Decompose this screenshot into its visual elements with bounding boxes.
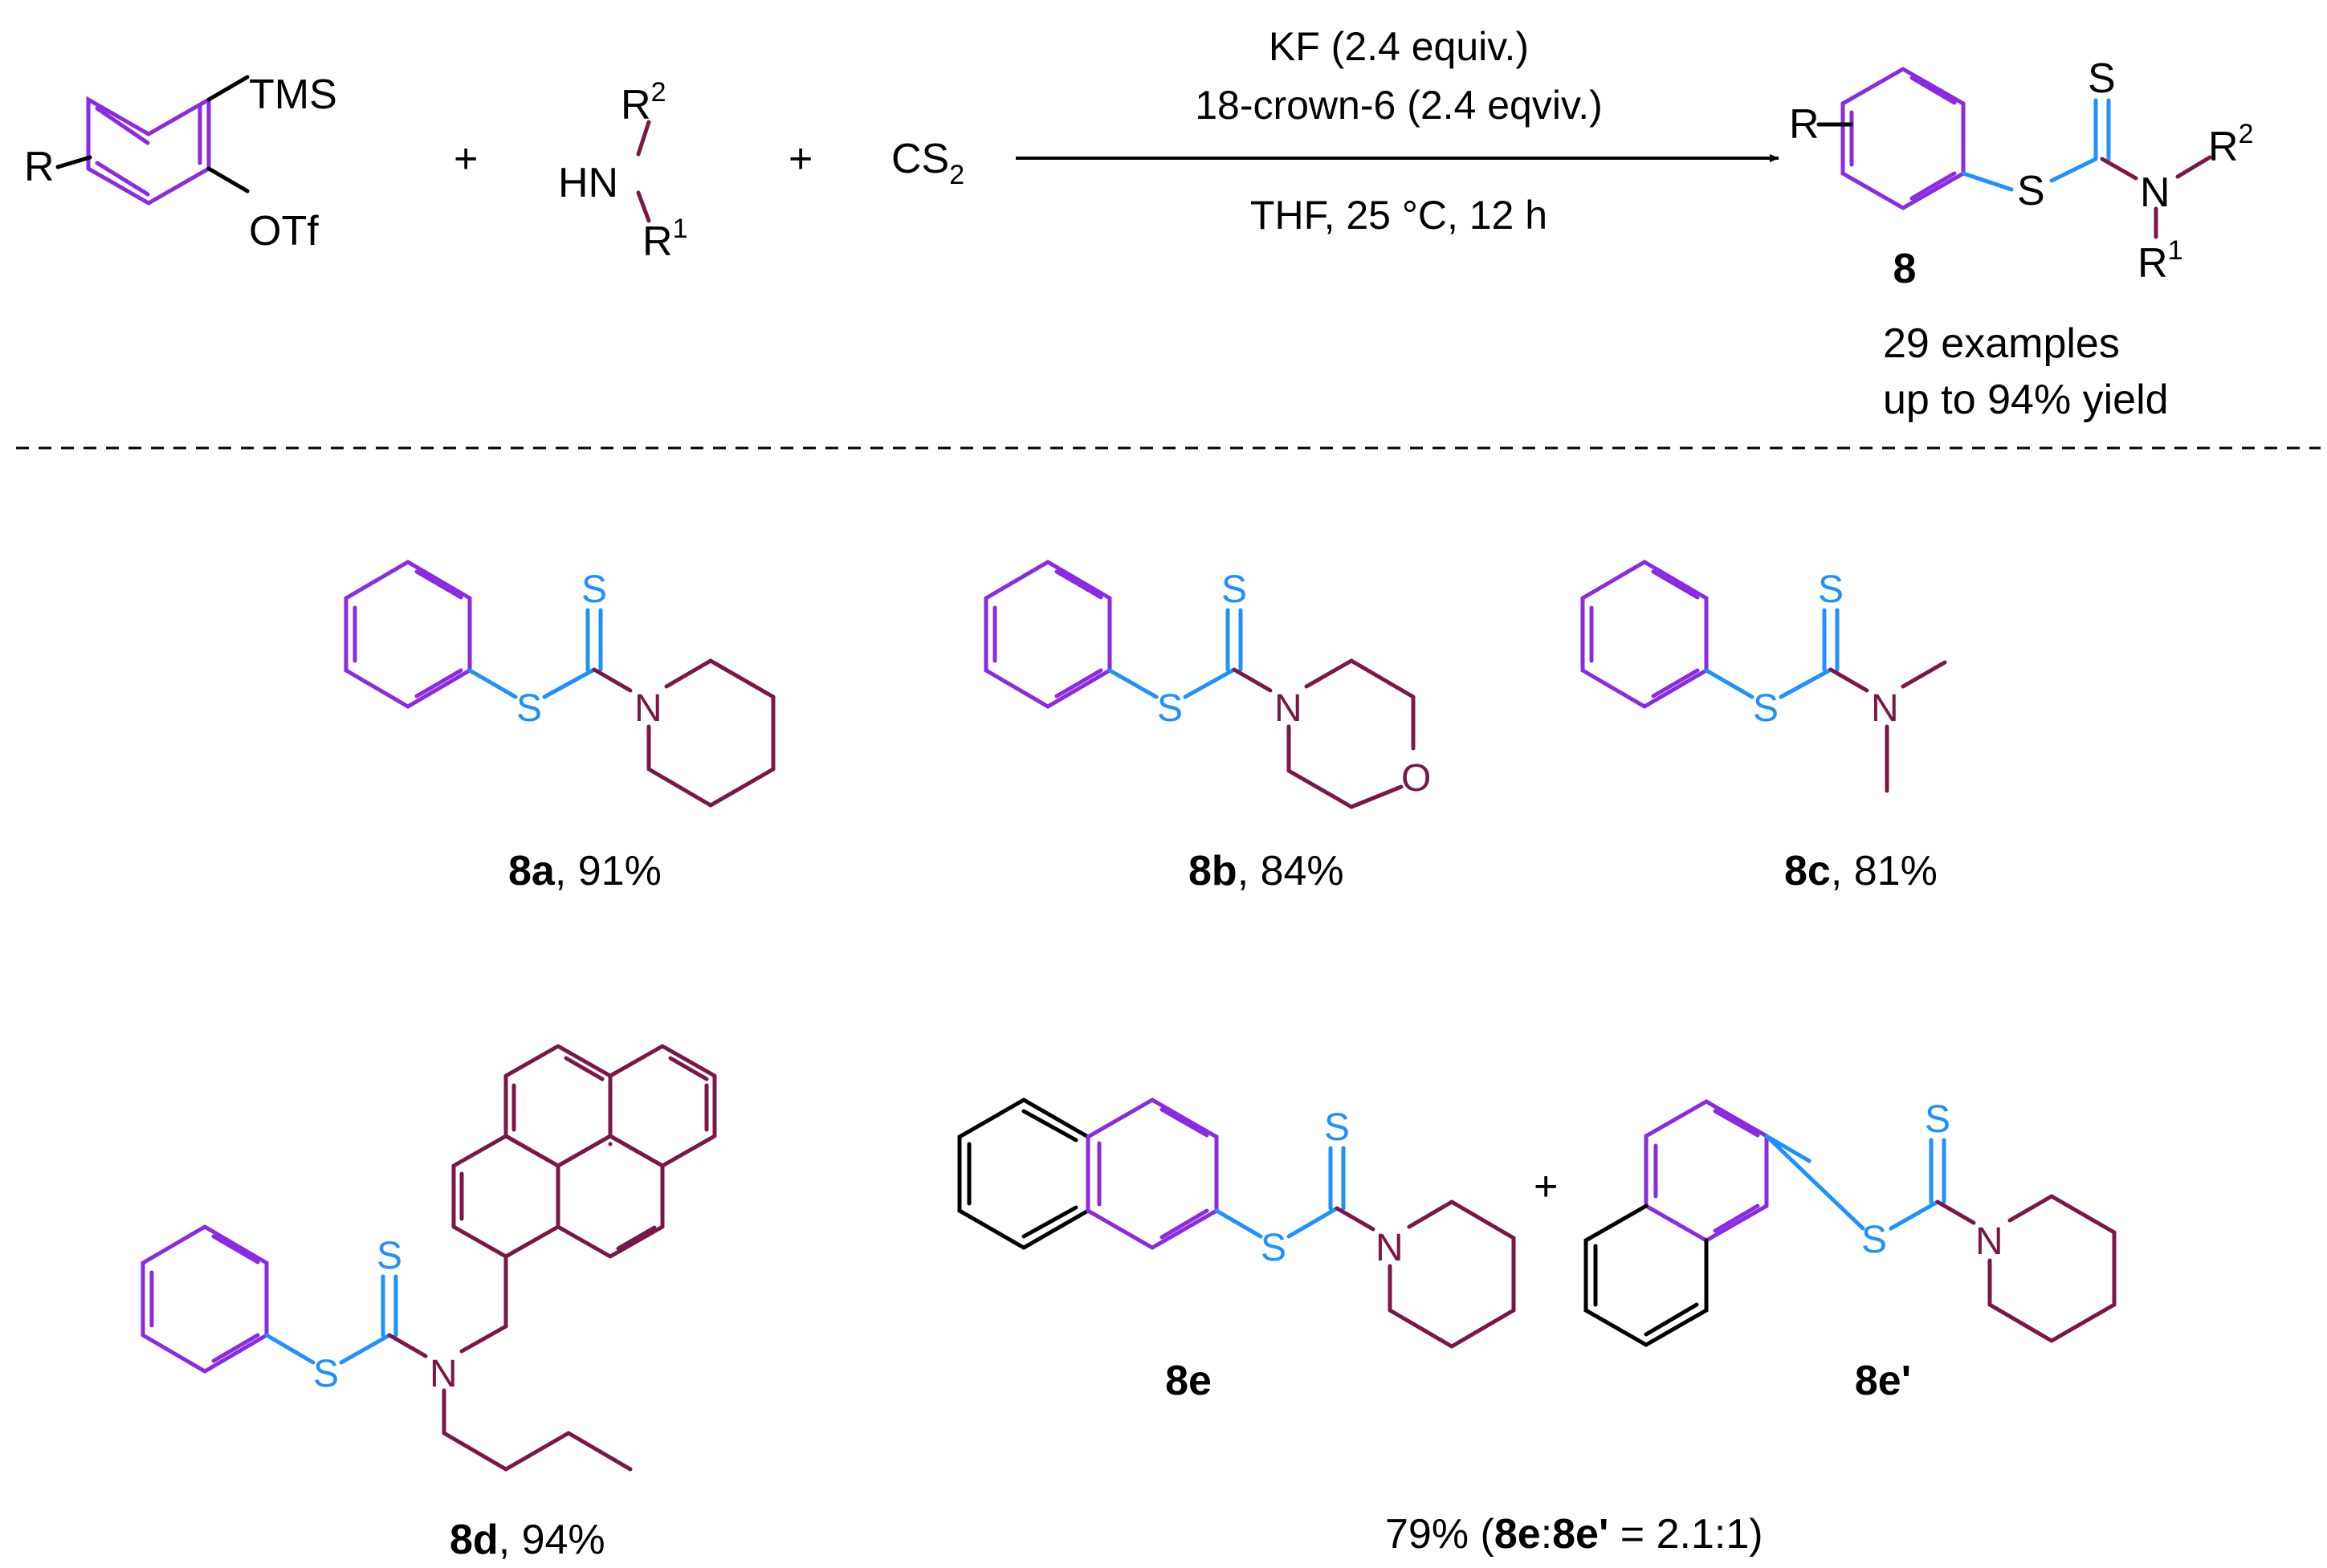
cs2-label: CS2 — [891, 136, 964, 190]
8b-phenyl-ring — [984, 560, 1112, 709]
8d-pyrene — [451, 1044, 717, 1259]
8e-prime-thio-s: S — [1861, 1219, 1887, 1261]
condition-kf: KF (2.4 equiv.) — [1269, 24, 1529, 69]
8a-thione-s: S — [581, 568, 607, 611]
general-reaction: R TMS OTf + HN R2 R1 + CS2 KF (2.4 equiv… — [24, 24, 2253, 423]
amine-reactant: HN R2 R1 — [558, 77, 687, 265]
8e-thione-s: S — [1324, 1106, 1350, 1149]
8b-o: O — [1401, 757, 1431, 800]
8c-thione-s: S — [1818, 568, 1844, 611]
8e-prime-label: 8e' — [1855, 1358, 1911, 1404]
compound-8b: S S N O 8b, 84% — [984, 560, 1431, 894]
8b-thio-s: S — [1157, 687, 1183, 730]
product-number: 8 — [1893, 246, 1917, 292]
product-r2-label: R2 — [2208, 119, 2253, 170]
product-r-label: R — [1789, 101, 1820, 148]
compound-8d: S S N 8d, 94% — [141, 1044, 717, 1563]
8c-label: 8c, 81% — [1784, 848, 1938, 894]
condition-crown: 18-crown-6 (2.4 eqviv.) — [1195, 83, 1603, 128]
amine-r2-label: R2 — [621, 77, 666, 128]
8e-label: 8e — [1165, 1358, 1212, 1404]
isomer-ratio-caption: 79% (8e:8e' = 2.1:1) — [1385, 1511, 1763, 1558]
compound-8e: S S N 8e — [957, 1098, 1516, 1404]
8e-thio-s: S — [1261, 1227, 1286, 1269]
8e-prime-thione-s: S — [1925, 1098, 1950, 1141]
8a-n: N — [634, 687, 662, 730]
product-examples: 29 examples — [1883, 320, 2120, 367]
8e-prime-n: N — [1975, 1220, 2003, 1263]
tms-label: TMS — [249, 71, 337, 118]
otf-label: OTf — [249, 208, 319, 255]
bond-to-otf — [206, 166, 250, 193]
8d-thio-s: S — [313, 1353, 339, 1395]
product-thio-s: S — [2017, 168, 2045, 214]
8e-naphthalene-fused-ring — [957, 1098, 1090, 1250]
general-product: R S S N R2 R1 8 29 examples up to 94% yi… — [1789, 55, 2253, 423]
8b-label: 8b, 84% — [1188, 848, 1344, 894]
8d-phenyl-ring — [141, 1224, 269, 1374]
plus-sign-1: + — [454, 136, 478, 182]
bond-to-r — [55, 155, 92, 169]
compound-8e-prime: S S N 8e' — [1583, 1098, 2117, 1404]
8e-prime-fused-ring — [1583, 1203, 1709, 1347]
8a-phenyl-ring — [344, 560, 472, 709]
product-yield: up to 94% yield — [1883, 377, 2169, 423]
8b-n: N — [1274, 687, 1302, 730]
8d-label: 8d, 94% — [450, 1517, 605, 1563]
plus-sign-isomers: + — [1534, 1163, 1558, 1210]
8d-butyl-and-methylene — [387, 1254, 633, 1472]
8e-naphthalene-aryl-ring — [1086, 1098, 1219, 1250]
8b-thione-s: S — [1221, 568, 1247, 611]
product-r1-label: R1 — [2137, 235, 2182, 287]
plus-sign-2: + — [789, 136, 813, 182]
compound-8a: S S N 8a, 91% — [344, 560, 776, 894]
amine-n-label: HN — [558, 160, 618, 206]
amine-r1-label: R1 — [642, 214, 687, 265]
8e-prime-aryl-ring — [1644, 1099, 1769, 1243]
condition-solvent: THF, 25 °C, 12 h — [1250, 193, 1547, 238]
bond-to-tms — [206, 75, 250, 102]
product-n-label: N — [2140, 169, 2170, 216]
8c-n: N — [1871, 687, 1899, 730]
8e-n: N — [1375, 1227, 1404, 1269]
aryne-r-label: R — [24, 144, 55, 190]
8d-n: N — [430, 1353, 458, 1395]
compound-8c: S S N 8c, 81% — [1580, 560, 1947, 894]
product-thione-s: S — [2088, 55, 2116, 102]
aryne-benzene-ring — [86, 96, 211, 206]
8d-thione-s: S — [377, 1235, 402, 1277]
8c-thio-s: S — [1753, 687, 1779, 730]
aryne-precursor: R TMS OTf — [24, 71, 337, 255]
product-benzene-ring — [1840, 67, 1966, 210]
8a-label: 8a, 91% — [508, 848, 662, 894]
8c-phenyl-ring — [1580, 560, 1709, 709]
8a-thio-s: S — [516, 687, 542, 730]
